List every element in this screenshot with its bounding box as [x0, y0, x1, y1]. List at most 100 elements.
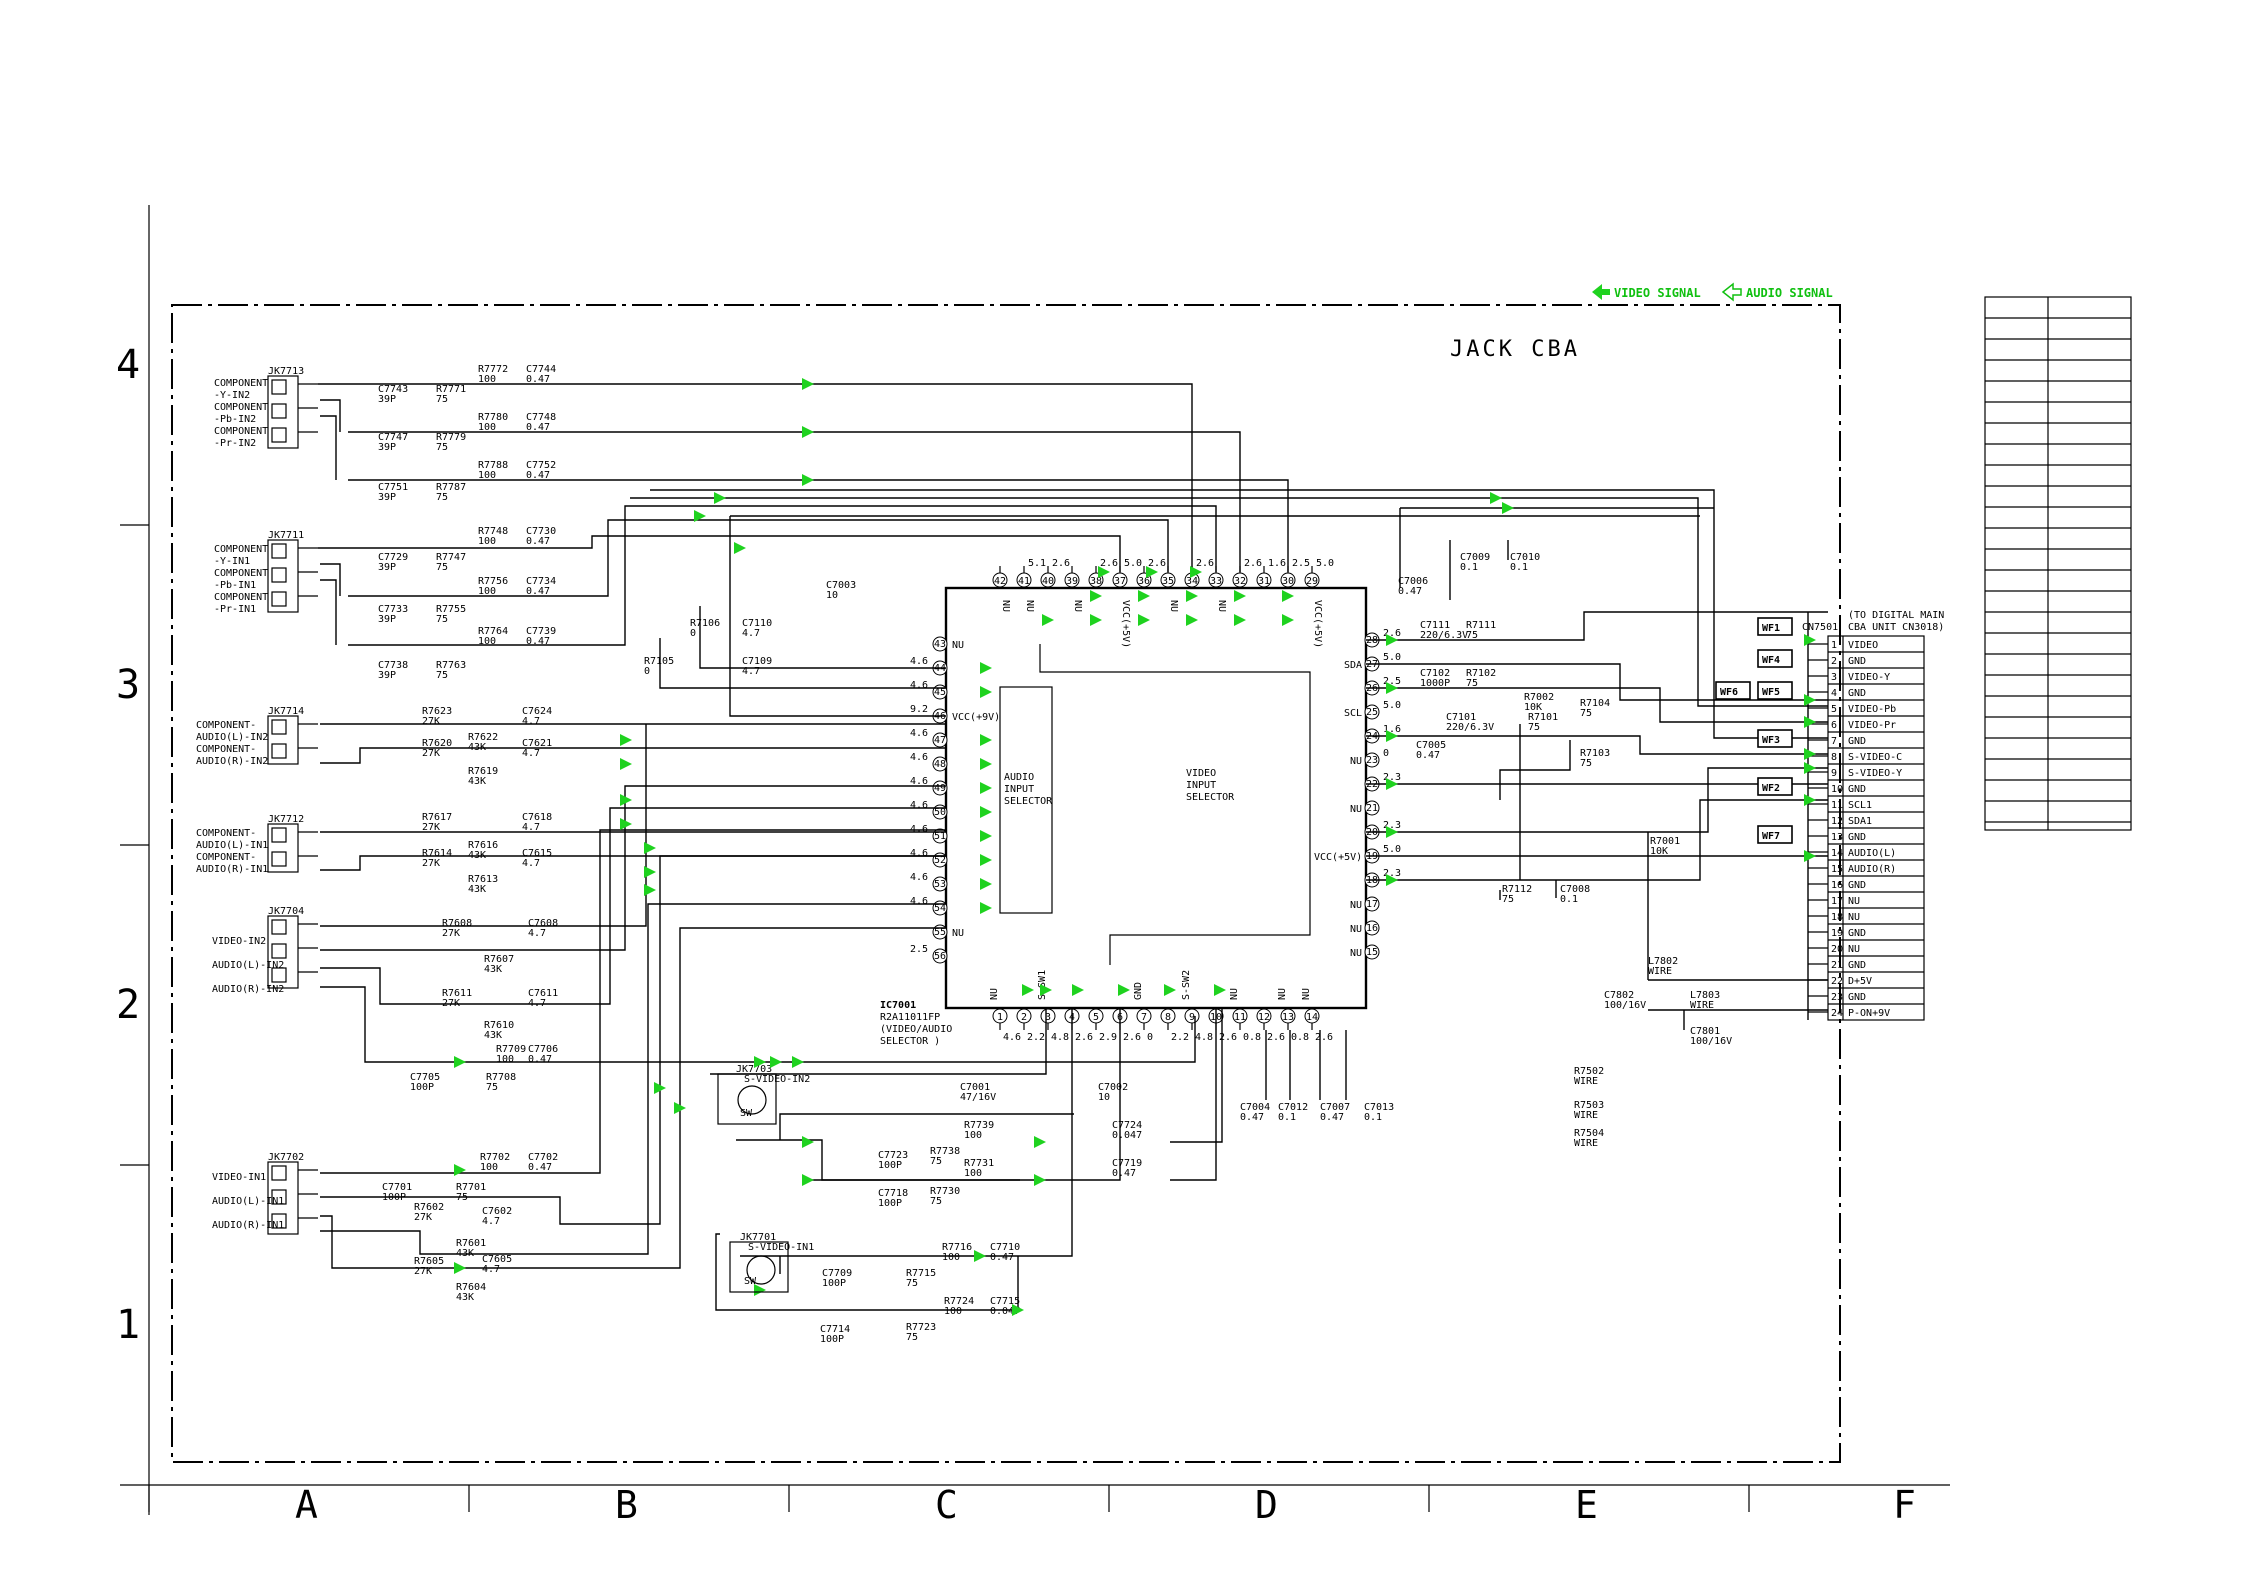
- svg-text:C7705: C7705: [410, 1072, 440, 1083]
- svg-text:27K: 27K: [422, 822, 440, 833]
- signal-arrow-icon: [802, 1136, 814, 1148]
- svg-text:2.2: 2.2: [1171, 1032, 1189, 1043]
- svg-text:100: 100: [942, 1252, 960, 1263]
- column-ticks: [148, 1485, 1750, 1512]
- signal-arrow-icon: [654, 1082, 666, 1094]
- svg-text:GND: GND: [1848, 832, 1866, 843]
- ic-pin-54: 544.6: [910, 896, 948, 916]
- svg-text:4.7: 4.7: [528, 998, 546, 1009]
- svg-text:5: 5: [1831, 704, 1837, 715]
- svg-text:0.1: 0.1: [1460, 562, 1478, 573]
- svg-text:JK7712: JK7712: [268, 814, 304, 825]
- svg-text:VIDEO-IN1: VIDEO-IN1: [212, 1172, 266, 1183]
- svg-text:2.6: 2.6: [1052, 558, 1070, 569]
- svg-text:0.47: 0.47: [526, 536, 550, 547]
- column-label-c: C: [935, 1483, 958, 1527]
- waveform-tag-wf7: WF7: [1757, 825, 1793, 844]
- svg-text:R7613: R7613: [468, 874, 498, 885]
- svg-text:R7756: R7756: [478, 576, 508, 587]
- signal-arrow-icon: [454, 1262, 466, 1274]
- svg-text:1.6: 1.6: [1383, 724, 1401, 735]
- svg-text:-Y-IN1: -Y-IN1: [214, 556, 250, 567]
- svg-text:R7001: R7001: [1650, 836, 1680, 847]
- svg-text:R7619: R7619: [468, 766, 498, 777]
- ic-pin-47: 474.6: [910, 728, 948, 748]
- signal-arrow-icon: [714, 492, 726, 504]
- svg-text:R7620: R7620: [422, 738, 452, 749]
- svg-text:52: 52: [934, 855, 946, 866]
- svg-text:C7724: C7724: [1112, 1120, 1142, 1131]
- ic-part-number: R2A11011FP: [880, 1012, 940, 1023]
- svg-text:C7608: C7608: [528, 918, 558, 929]
- svg-text:C7618: C7618: [522, 812, 552, 823]
- svg-text:NU: NU: [1350, 804, 1362, 815]
- svg-text:JK7702: JK7702: [268, 1152, 304, 1163]
- svg-text:33: 33: [1210, 576, 1222, 587]
- svg-text:R7715: R7715: [906, 1268, 936, 1279]
- svg-text:R7607: R7607: [484, 954, 514, 965]
- svg-text:9: 9: [1189, 1012, 1195, 1023]
- ic-pin-41: 415.1NU: [1016, 558, 1046, 612]
- svg-text:75: 75: [930, 1156, 942, 1167]
- ic7001-body: [944, 586, 1368, 1010]
- svg-text:CN7501: CN7501: [1802, 622, 1838, 633]
- svg-text:-Pb-IN2: -Pb-IN2: [214, 414, 256, 425]
- svg-text:100: 100: [478, 586, 496, 597]
- row-ticks: [120, 524, 149, 1166]
- svg-text:32: 32: [1234, 576, 1246, 587]
- signal-arrow-icon: [454, 1056, 466, 1068]
- svg-text:AUDIO(R)-IN2: AUDIO(R)-IN2: [212, 984, 284, 995]
- svg-text:NU: NU: [952, 928, 964, 939]
- svg-text:R7716: R7716: [942, 1242, 972, 1253]
- svg-text:-Y-IN2: -Y-IN2: [214, 390, 250, 401]
- svg-text:75: 75: [456, 1192, 468, 1203]
- svg-text:75: 75: [1528, 722, 1540, 733]
- svg-text:C7624: C7624: [522, 706, 552, 717]
- ic-pin-49: 494.6: [910, 776, 948, 796]
- svg-text:24: 24: [1831, 1008, 1843, 1019]
- svg-text:23: 23: [1831, 992, 1843, 1003]
- svg-text:R7608: R7608: [442, 918, 472, 929]
- svg-text:C7729: C7729: [378, 552, 408, 563]
- video-signal-arrow-icon: [1592, 284, 1610, 300]
- svg-text:R7701: R7701: [456, 1182, 486, 1193]
- svg-text:R7764: R7764: [478, 626, 508, 637]
- ic-designator: IC7001: [880, 1000, 916, 1011]
- svg-text:R7103: R7103: [1580, 748, 1610, 759]
- svg-text:2.3: 2.3: [1383, 868, 1401, 879]
- svg-text:27K: 27K: [442, 928, 460, 939]
- signal-arrow-icon: [980, 662, 992, 674]
- svg-text:0.1: 0.1: [1510, 562, 1528, 573]
- svg-text:C7752: C7752: [526, 460, 556, 471]
- svg-text:5.0: 5.0: [1383, 652, 1401, 663]
- signal-arrow-icon: [674, 1102, 686, 1114]
- svg-text:COMPONENT: COMPONENT: [214, 592, 268, 603]
- svg-text:WF5: WF5: [1762, 687, 1780, 698]
- svg-text:100P: 100P: [410, 1082, 434, 1093]
- svg-text:2.2: 2.2: [1027, 1032, 1045, 1043]
- svg-text:100P: 100P: [878, 1160, 902, 1171]
- svg-text:0.47: 0.47: [528, 1054, 552, 1065]
- signal-arrow-icon: [620, 758, 632, 770]
- svg-text:3: 3: [1831, 672, 1837, 683]
- svg-text:R7730: R7730: [930, 1186, 960, 1197]
- svg-text:C7719: C7719: [1112, 1158, 1142, 1169]
- svg-text:21: 21: [1831, 960, 1843, 971]
